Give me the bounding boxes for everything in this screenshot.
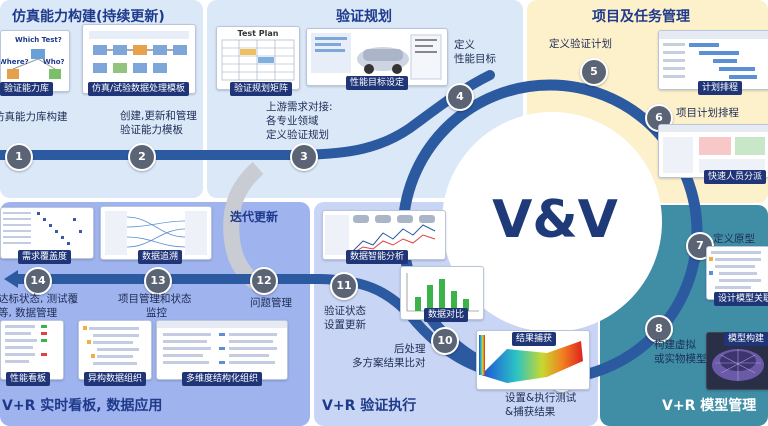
thumb-label-compare: 数据对比 (424, 308, 469, 322)
step-badge-2: 2 (128, 143, 156, 171)
thumb-label-matrix: 验证规划矩阵 (230, 82, 293, 96)
thumb-hetero-data (78, 320, 152, 380)
thumb-schedule (658, 30, 768, 90)
thumb-label-multidim: 多维度结构化组织 (182, 372, 263, 386)
step-14-text: 达标状态, 测试覆等, 数据管理 (0, 293, 79, 319)
capability-q3: Who? (43, 58, 65, 66)
thumb-dashboard (0, 320, 64, 380)
test-plan-heading: Test Plan (237, 29, 279, 38)
panel-title-sim: 仿真能力构建(持续更新) (12, 9, 165, 25)
panel-title-exec: V+R 验证执行 (322, 398, 417, 414)
thumb-data-analysis (322, 210, 446, 260)
step-badge-12: 12 (250, 267, 278, 295)
thumb-multidim (156, 320, 288, 380)
step-badge-3: 3 (290, 143, 318, 171)
thumb-label-target: 性能目标设定 (346, 76, 409, 90)
panel-title-pm: 项目及任务管理 (592, 9, 690, 25)
thumb-label-template: 仿真/试验数据处理模板 (88, 82, 190, 96)
step-11-text: 验证状态设置更新 (324, 305, 366, 331)
flow-bottom-arrow (4, 270, 18, 288)
thumb-label-dashboard: 性能看板 (6, 372, 51, 386)
step-2-text: 创建,更新和管理验证能力模板 (120, 110, 197, 136)
panel-title-plan: 验证规划 (336, 9, 392, 25)
thumb-label-capture: 结果捕获 (512, 332, 557, 346)
vv-center-disc (442, 112, 662, 332)
capability-q2: Where? (1, 58, 29, 66)
step-10-text: 后处理多方案结果比对 (352, 343, 426, 369)
step-5-text: 定义验证计划 (549, 38, 612, 50)
thumb-label-assign: 快速人员分派 (704, 170, 767, 184)
thumb-label-capability: 验证能力库 (0, 82, 54, 96)
thumb-label-schedule: 计划排程 (698, 81, 743, 95)
thumb-capability-library: Which Test? Where? Who? (0, 30, 70, 92)
step-badge-1: 1 (5, 143, 33, 171)
capability-q1: Which Test? (15, 36, 62, 44)
step-4-text: 定义性能目标 (454, 39, 496, 65)
panel-title-model: V+R 模型管理 (662, 398, 757, 414)
iteration-label: 迭代更新 (230, 210, 279, 224)
step-badge-11: 11 (330, 272, 358, 300)
thumb-label-analysis: 数据智能分析 (346, 250, 409, 264)
step-1-text: 仿真能力库构建 (0, 111, 68, 123)
step-13-text: 项目管理和状态监控 (118, 293, 192, 319)
thumb-test-plan-matrix: Test Plan (216, 26, 300, 90)
step-7-text: 定义原型 (713, 233, 755, 245)
step-badge-13: 13 (144, 267, 172, 295)
thumb-label-modelbuild: 模型构建 (724, 332, 768, 346)
vv-center-title: V&V (492, 190, 618, 250)
thumb-label-trace: 数据追溯 (138, 250, 183, 264)
iteration-arrow (223, 162, 264, 282)
step-8-text: 构建虚拟或实物模型 (654, 339, 707, 365)
step-3-text: 上游需求对接:各专业领域定义验证规划 (266, 101, 333, 141)
step-badge-8: 8 (645, 315, 673, 343)
step-badge-14: 14 (24, 267, 52, 295)
thumb-label-coverage: 需求覆盖度 (18, 250, 72, 264)
step-badge-5: 5 (580, 58, 608, 86)
step-12-text: 问题管理 (250, 297, 292, 309)
step-9-text: 设置&执行测试&捕获结果 (505, 392, 577, 418)
step-6-text: 项目计划排程 (676, 107, 739, 119)
thumb-label-hetero: 异构数据组织 (84, 372, 147, 386)
thumb-model-build (706, 332, 768, 390)
thumb-label-prototype: 设计模型关联 (714, 292, 768, 306)
step-badge-10: 10 (431, 327, 459, 355)
panel-title-board: V+R 实时看板, 数据应用 (2, 398, 163, 414)
step-badge-4: 4 (446, 83, 474, 111)
thumb-assignment (658, 124, 768, 178)
